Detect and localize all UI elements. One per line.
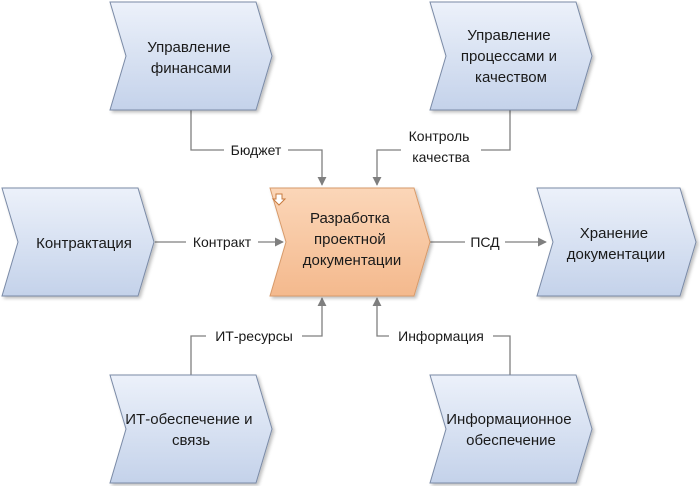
node-finance-shape[interactable] bbox=[109, 1, 273, 111]
node-it-label: ИТ-обеспечение и связь bbox=[125, 411, 256, 449]
node-storage-shape[interactable] bbox=[536, 187, 697, 297]
node-quality-shape[interactable] bbox=[429, 1, 593, 111]
node-info-label: Информационное обеспечение bbox=[446, 411, 575, 449]
node-info-shape[interactable] bbox=[429, 374, 593, 484]
node-finance-label: Управление финансами bbox=[147, 39, 235, 77]
edge-it-resources-label: ИТ-ресурсы bbox=[215, 328, 293, 344]
node-center-label: Разработка проектной документации bbox=[303, 210, 402, 269]
edge-contract-label: Контракт bbox=[193, 234, 252, 250]
node-contracting-label: Контрактация bbox=[36, 235, 132, 252]
node-storage-label: Хранение документации bbox=[567, 225, 666, 263]
edge-information-label: Информация bbox=[398, 328, 484, 344]
node-contracting-shape[interactable] bbox=[1, 187, 155, 297]
node-center-shape[interactable] bbox=[269, 187, 431, 297]
edge-budget-label: Бюджет bbox=[231, 142, 282, 158]
node-it-shape[interactable] bbox=[109, 374, 273, 484]
edge-quality-control-label: Контроль качества bbox=[409, 128, 474, 165]
node-quality-label: Управление процессами и качеством bbox=[461, 27, 561, 86]
input-arrow-icon bbox=[271, 193, 287, 206]
edge-psd-label: ПСД bbox=[470, 234, 500, 250]
